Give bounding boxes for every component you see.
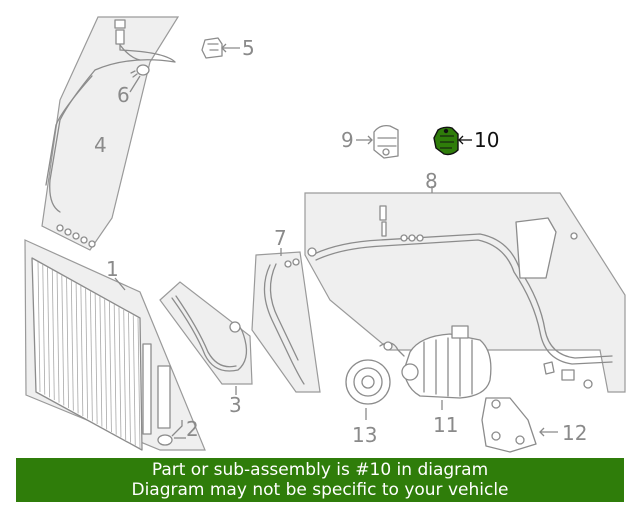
condenser-fin [42,264,46,395]
callout-10: 10 [474,128,499,152]
condenser-fin [94,293,98,425]
condenser-fin [56,272,60,403]
callout-3: 3 [229,393,242,417]
callout-1: 1 [106,257,119,281]
condenser-fin [85,288,89,419]
condenser-fin [109,301,112,433]
condenser-fin [128,312,131,443]
part-13-pulley [345,341,405,420]
part-10-highlighted [433,126,472,156]
condenser-fin [123,309,127,441]
condenser-fin [113,304,117,435]
banner-line-1: Part or sub-assembly is #10 in diagram [151,460,489,480]
condenser-fin [132,315,136,446]
callout-9: 9 [341,128,354,152]
part-9-clip [356,124,399,159]
condenser-fin [66,277,69,409]
callout-2: 2 [186,417,199,441]
condenser-fin [47,267,50,398]
callout-12: 12 [562,421,587,445]
condenser-fin [89,291,93,422]
condenser-fin [61,275,65,406]
callout-13: 13 [352,423,377,447]
part-4-hose-panel [41,16,180,251]
callout-7: 7 [274,226,287,250]
callout-5: 5 [242,36,255,60]
condenser-fin [75,283,79,414]
banner-line-2: Diagram may not be specific to your vehi… [131,480,509,500]
condenser-fin [99,296,103,427]
info-banner: Part or sub-assembly is #10 in diagram D… [16,458,624,502]
condenser-fin [51,269,55,401]
callout-4: 4 [94,133,107,157]
condenser-fin [137,317,141,449]
condenser-fin [37,261,41,393]
callout-6: 6 [117,83,130,107]
part-12-bracket [481,397,558,453]
part-1-condenser [24,239,206,451]
condenser-fin [80,285,84,417]
part-7-liquid-line [251,248,321,393]
callout-8: 8 [425,169,438,193]
part-5-bracket [201,37,240,59]
part-6-valve [129,64,150,93]
parts-diagram: 1 2 3 4 5 6 7 8 9 10 11 12 13 [24,16,626,453]
part-2-drier [157,420,186,446]
condenser-fin [118,307,122,438]
part-11-compressor [401,325,492,410]
callout-11: 11 [433,413,458,437]
condenser-fin [70,280,74,411]
part-8-pipe-panel [304,186,626,393]
part-3-suction-hose [159,281,253,395]
condenser-fin [104,299,108,430]
